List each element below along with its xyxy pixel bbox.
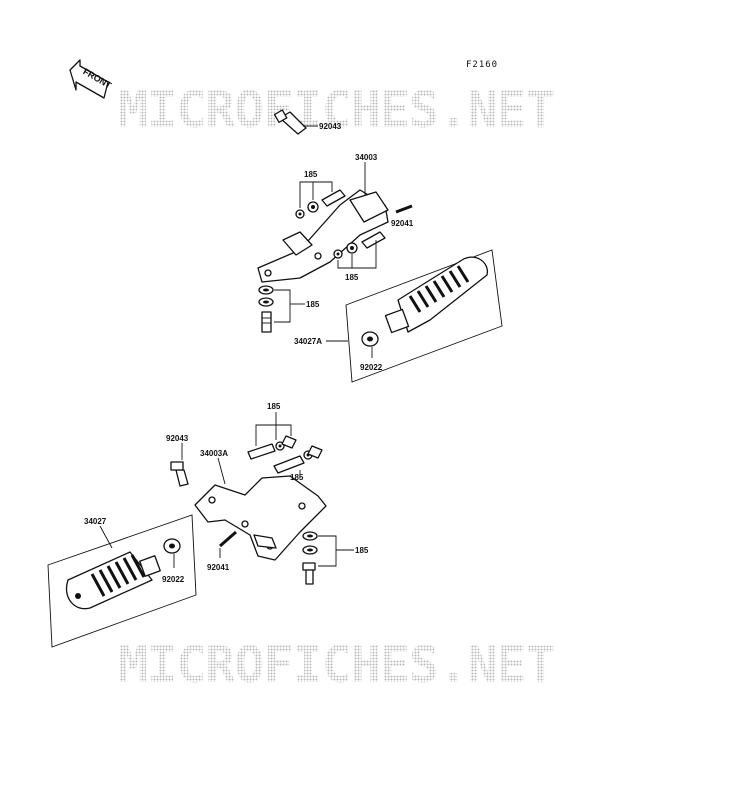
pin-92041-left <box>219 530 237 548</box>
washers-185-right <box>258 285 274 333</box>
label-92041-right: 92041 <box>391 219 414 228</box>
label-34003: 34003 <box>355 153 378 162</box>
label-185-f: 185 <box>355 546 369 555</box>
bolts-185-lower-top <box>247 435 297 460</box>
bracket-34003A <box>194 475 327 561</box>
label-34027A: 34027A <box>294 337 322 346</box>
bolts-185-upper <box>295 189 346 219</box>
label-92041-left: 92041 <box>207 563 230 572</box>
front-arrow-icon: FRONT <box>69 59 114 99</box>
watermark-bottom: MICROFICHES.NET <box>118 636 555 694</box>
label-92043-left: 92043 <box>166 434 189 443</box>
watermark-top: MICROFICHES.NET <box>118 81 555 139</box>
label-92043-top: 92043 <box>319 122 342 131</box>
figure-code: F2160 <box>466 60 498 70</box>
bolts-185-lower-mid <box>273 445 323 474</box>
washers-185-left <box>302 531 318 585</box>
bolt-92043-top <box>273 109 307 135</box>
pin-92041-right <box>395 204 413 214</box>
washer-92022-left <box>163 538 181 554</box>
label-185-b: 185 <box>345 273 359 282</box>
step-34027A-frame <box>345 249 503 383</box>
label-92022-left: 92022 <box>162 575 185 584</box>
footpeg-34027A <box>384 256 488 334</box>
footpeg-34027 <box>65 551 161 610</box>
label-185-a: 185 <box>304 170 318 179</box>
label-34027: 34027 <box>84 517 107 526</box>
bolts-185-middle <box>333 231 386 259</box>
label-34003A: 34003A <box>200 449 228 458</box>
washer-92022-right <box>361 331 379 347</box>
step-34027-frame <box>47 514 197 648</box>
bolt-92043-left <box>170 461 189 487</box>
label-185-c: 185 <box>306 300 320 309</box>
label-185-e: 185 <box>290 473 304 482</box>
bracket-34003 <box>257 189 389 283</box>
label-185-d: 185 <box>267 402 281 411</box>
label-92022-right: 92022 <box>360 363 383 372</box>
